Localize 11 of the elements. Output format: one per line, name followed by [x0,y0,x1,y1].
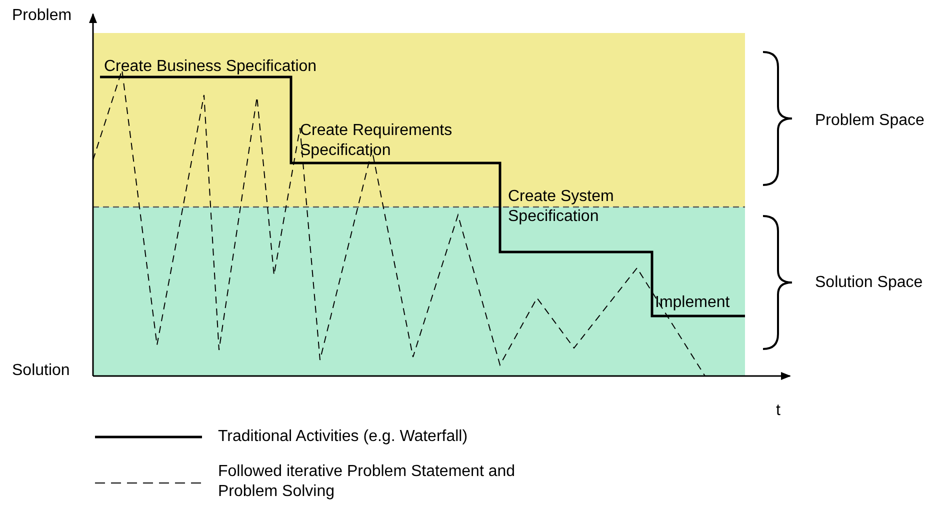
region-label: Solution Space [815,273,923,293]
region-label: Problem Space [815,111,924,131]
legend-text: Traditional Activities (e.g. Waterfall) [218,427,468,447]
axis-label: t [776,401,780,421]
step-label: Create Business Specification [104,57,317,77]
axis-label: Solution [12,361,70,381]
step-label: Create Requirements Specification [300,121,454,161]
step-label: Implement [655,293,730,313]
step-label: Create System Specification [508,187,615,227]
axis-label: Problem [12,6,72,26]
legend-text: Followed iterative Problem Statement and Problem Solving [218,462,516,502]
